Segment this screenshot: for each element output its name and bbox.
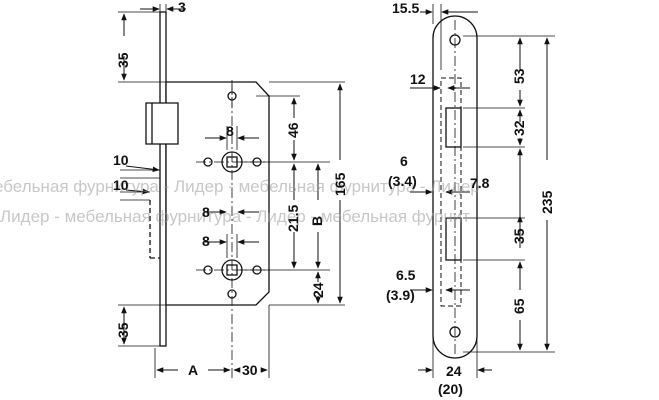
label-backset: B <box>309 216 325 226</box>
side-extension-lines <box>432 4 555 378</box>
side-dimension-lines <box>410 9 550 373</box>
label-vertical-gap: 46 <box>285 122 301 138</box>
label-seg-top: 53 <box>511 68 527 84</box>
label-width-a: A <box>188 362 198 378</box>
label-bottom-to-center: 24 <box>310 282 326 298</box>
label-center-offset: 21.5 <box>285 205 301 232</box>
side-hidden-outline <box>440 77 462 307</box>
label-bolt-depth: 7.8 <box>470 175 490 191</box>
label-lower-offset: 6.5 <box>396 267 416 283</box>
label-latch-offset: 6 <box>400 153 408 169</box>
label-top-offset: 35 <box>115 52 131 68</box>
label-left-b: 10 <box>113 177 129 193</box>
label-bottom-offset: 35 <box>115 322 131 338</box>
label-cylinder-square: 8 <box>202 233 210 249</box>
label-thickness: 3 <box>178 0 186 15</box>
label-seg-bottom: 65 <box>511 298 527 314</box>
front-dimension-lines <box>121 6 343 373</box>
label-seg-mid: 35 <box>511 228 527 244</box>
watermark-line-2: Лидер - мебельная фурнитура - Лидер - ме… <box>0 207 470 226</box>
front-labels: 3 35 35 10 10 8 8 8 46 21.5 B 24 165 A 3… <box>113 0 348 378</box>
label-between-squares: 8 <box>202 204 210 220</box>
label-plate-width: 15.5 <box>392 0 419 16</box>
label-front-width: 24 <box>446 363 462 379</box>
label-width-right: 30 <box>242 362 258 378</box>
label-total-height: 235 <box>539 190 555 214</box>
watermark-line-1: ебельная фурнитура - Лидер - мебельная ф… <box>0 177 480 196</box>
label-left-a: 10 <box>113 152 129 168</box>
front-extension-lines <box>118 4 345 378</box>
label-latch-offset-alt: (3.4) <box>388 173 417 189</box>
side-labels: 15.5 12 6 (3.4) 7.8 6.5 (3.9) 53 32 35 6… <box>386 0 555 397</box>
side-latch-slot <box>445 107 462 148</box>
label-height: 165 <box>332 172 348 196</box>
label-front-width-alt: (20) <box>438 381 463 397</box>
latch-bolt <box>145 102 179 145</box>
label-top-bolt: 12 <box>410 71 426 87</box>
label-lower-offset-alt: (3.9) <box>386 287 415 303</box>
hidden-bolt-outline <box>149 200 160 259</box>
label-seg-latch: 32 <box>511 120 527 136</box>
label-follower-square: 8 <box>226 123 234 139</box>
